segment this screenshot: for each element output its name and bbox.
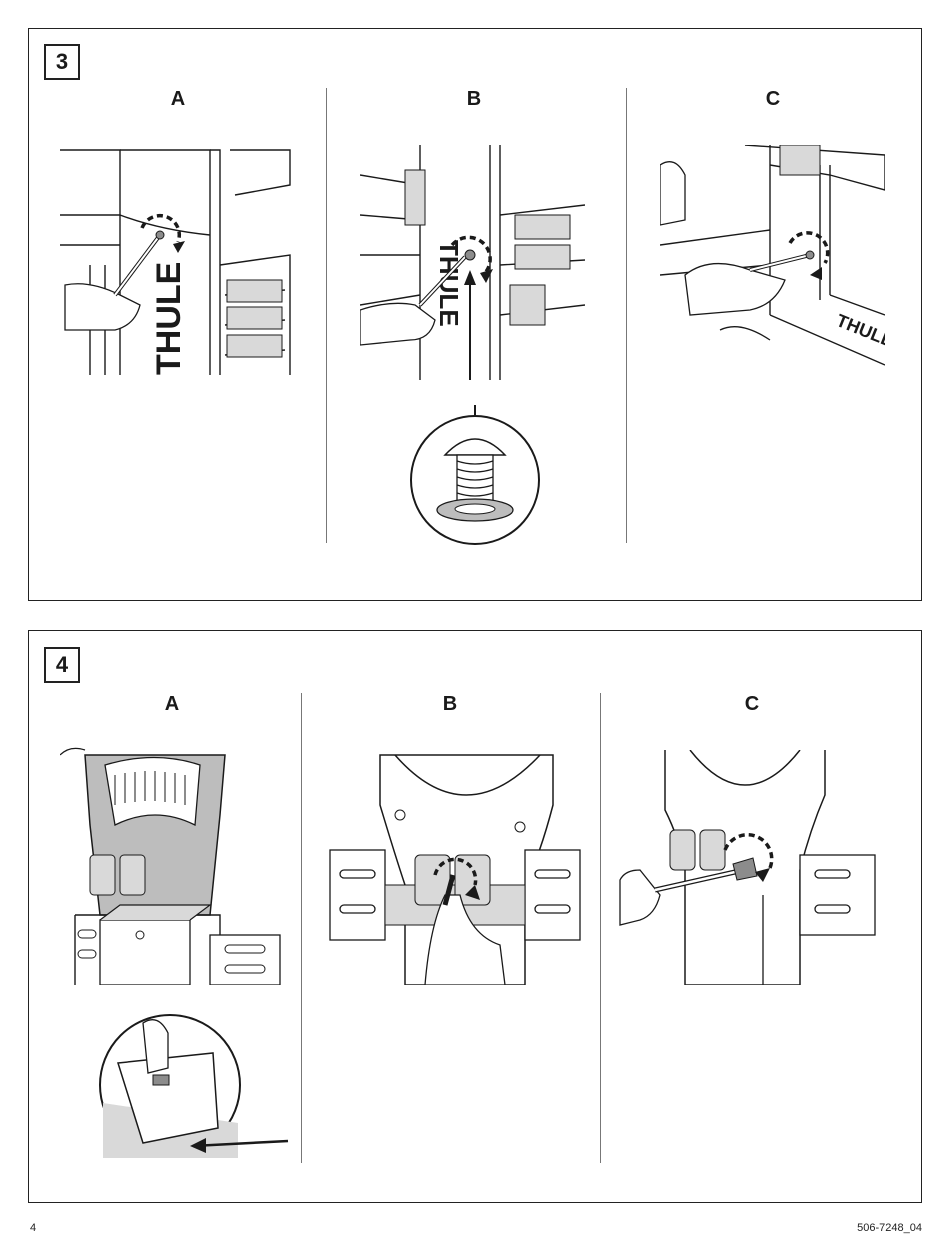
step-4-number: 4 (44, 647, 80, 683)
step-4-divider-2 (600, 693, 601, 1163)
step-3-number: 3 (44, 44, 80, 80)
document-code: 506-7248_04 (857, 1222, 922, 1234)
step-3-divider-1 (326, 88, 327, 543)
step-3b-zoom-circle (405, 405, 545, 545)
step-3-label-c: C (743, 88, 803, 111)
step-3-label-b: B (444, 88, 504, 111)
step-3c-illustration: THULE (660, 145, 885, 370)
step-4-label-c: C (722, 693, 782, 716)
step-3b-illustration: THULE (360, 145, 585, 380)
step-4-divider-1 (301, 693, 302, 1163)
step-4a-illustration (60, 745, 285, 985)
step-3-label-a: A (148, 88, 208, 111)
step-4a-zoom-circle (98, 1013, 293, 1163)
step-3-divider-2 (626, 88, 627, 543)
step-4b-illustration (325, 745, 585, 985)
step-4c-illustration (615, 750, 880, 985)
step-3a-illustration: THULE (60, 145, 295, 380)
step-4-label-a: A (142, 693, 202, 716)
page-number: 4 (30, 1222, 36, 1234)
step-4-label-b: B (420, 693, 480, 716)
step-3a-brand-text: THULE (150, 262, 188, 375)
step-3c-brand-text: THULE (834, 310, 885, 351)
